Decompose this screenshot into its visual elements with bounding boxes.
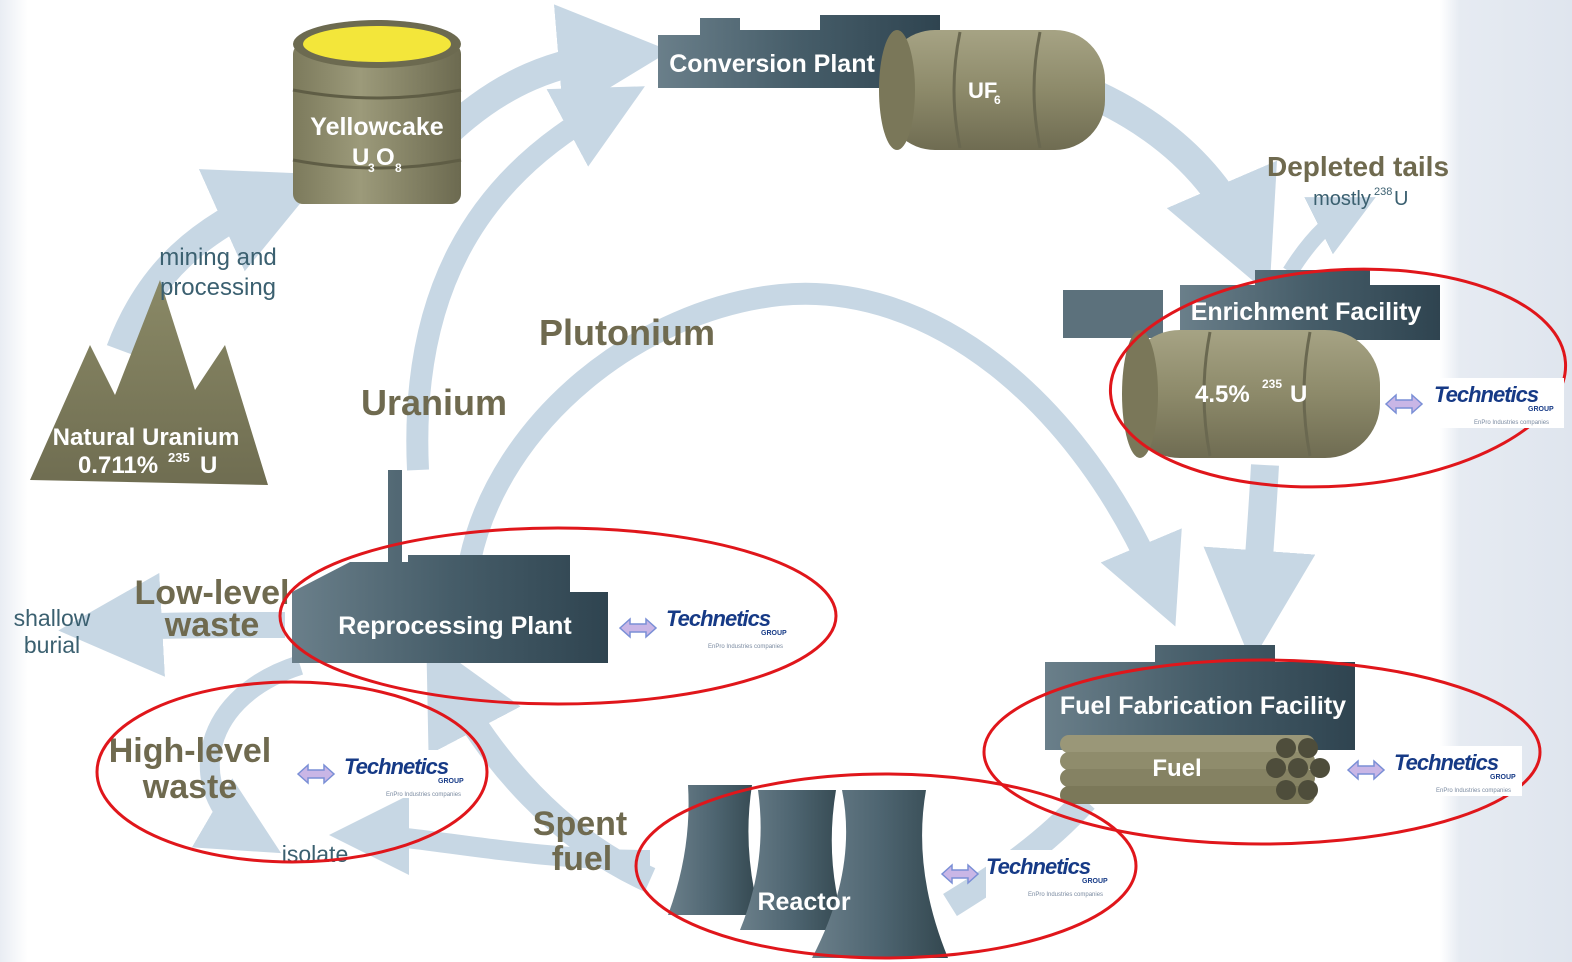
- uf6-label: UF: [968, 78, 997, 103]
- logo-group: GROUP: [761, 630, 787, 637]
- fuel-rods: [1060, 735, 1330, 804]
- arrow-yellowcake-to-conversion: [430, 4, 671, 150]
- double-arrow-icon: [618, 617, 658, 639]
- uf6-cylinder: UF 6: [879, 30, 1105, 150]
- double-arrow-icon: [296, 763, 336, 785]
- yellowcake-formula-sub1: 3: [368, 161, 375, 175]
- natural-uranium-mountain: Natural Uranium 0.711% 235 U: [30, 280, 268, 485]
- arrow-reprocessing-to-isolate: [191, 655, 304, 854]
- enrichment-facility-label: Enrichment Facility: [1191, 298, 1422, 326]
- logo-group: GROUP: [438, 778, 464, 785]
- enrichment-iso: U: [1290, 381, 1307, 408]
- enrichment-facility: Enrichment Facility 4.5% 235 U: [1063, 270, 1440, 458]
- natural-uranium-percent: 0.711%: [78, 452, 158, 479]
- logo-name: Technetics: [344, 754, 449, 779]
- natural-uranium-isotope-sup: 235: [168, 450, 190, 465]
- yellowcake-label: Yellowcake: [310, 113, 444, 141]
- natural-uranium-isotope: U: [200, 452, 217, 479]
- fuel-label: Fuel: [1152, 755, 1201, 782]
- reprocessing-label: Reprocessing Plant: [338, 612, 572, 640]
- depleted-sup: 238: [1374, 186, 1392, 198]
- technetics-logo: Technetics GROUP EnPro Industries compan…: [986, 850, 1114, 900]
- low-level-waste-line1: Low-level: [135, 574, 290, 612]
- fuel-fab-label: Fuel Fabrication Facility: [1060, 692, 1346, 720]
- technetics-logo: Technetics GROUP EnPro Industries compan…: [666, 602, 796, 652]
- logo-tagline: EnPro Industries companies: [1028, 892, 1103, 898]
- conversion-plant: Conversion Plant: [658, 15, 940, 88]
- high-level-waste-line2: waste: [142, 768, 238, 806]
- technetics-logo: Technetics GROUP EnPro Industries compan…: [1394, 746, 1522, 796]
- logo-tagline: EnPro Industries companies: [1436, 788, 1511, 794]
- low-level-waste-line2: waste: [164, 606, 260, 644]
- logo-name: Technetics: [1434, 382, 1539, 407]
- highlight-high-level-waste: [95, 680, 489, 864]
- yellowcake-barrel: Yellowcake U 3 O 8: [292, 20, 462, 204]
- logo-group: GROUP: [1082, 878, 1108, 885]
- reprocessing-plant: Reprocessing Plant: [292, 470, 608, 663]
- shallow-burial-line1: shallow: [14, 605, 91, 631]
- yellowcake-formula-u: U: [352, 144, 369, 171]
- logo-tagline: EnPro Industries companies: [1474, 420, 1549, 426]
- arrow-enrichment-to-depleted: [1283, 197, 1376, 277]
- arrow-reactor-to-isolate: [329, 795, 651, 876]
- logo-group: GROUP: [1490, 774, 1516, 781]
- technetics-logo: Technetics GROUP EnPro Industries compan…: [344, 750, 472, 798]
- highlight-reactor: [634, 772, 1138, 960]
- double-arrow-icon: [940, 863, 980, 885]
- mining-label-line1: mining and: [159, 244, 276, 271]
- highlight-fuel-fab: [982, 658, 1542, 846]
- arrow-uranium-to-conversion: [406, 86, 645, 471]
- fuel-fabrication-facility: Fuel Fabrication Facility Fuel: [1045, 645, 1355, 804]
- technetics-logo: Technetics GROUP EnPro Industries compan…: [1432, 378, 1564, 428]
- natural-uranium-label: Natural Uranium: [53, 424, 240, 451]
- arrow-conversion-to-enrichment: [1088, 81, 1277, 295]
- logo-name: Technetics: [1394, 750, 1499, 775]
- shallow-burial-line2: burial: [24, 632, 80, 658]
- highlight-enrichment: [1108, 267, 1568, 489]
- double-arrow-icon: [1346, 759, 1386, 781]
- uranium-label: Uranium: [361, 382, 507, 423]
- arrow-enrichment-to-fuel-fab: [1203, 464, 1316, 663]
- yellowcake-formula-o: O: [376, 144, 395, 171]
- high-level-waste-line1: High-level: [109, 732, 271, 770]
- depleted-tails-label: Depleted tails: [1267, 151, 1449, 182]
- logo-name: Technetics: [986, 854, 1091, 879]
- double-arrow-icons: [296, 393, 1424, 885]
- arrow-reprocessing-to-shallow: [58, 572, 286, 677]
- enrichment-sup: 235: [1262, 377, 1282, 391]
- logo-name: Technetics: [666, 606, 771, 631]
- highlight-reprocessing: [278, 526, 838, 706]
- logo-tagline: EnPro Industries companies: [708, 644, 783, 650]
- arrow-reprocessing-to-plutonium: [459, 282, 1182, 627]
- plutonium-label: Plutonium: [539, 312, 715, 353]
- yellowcake-formula-sub2: 8: [395, 161, 402, 175]
- arrow-mining-to-yellowcake: [106, 169, 324, 355]
- reactor-label: Reactor: [757, 888, 850, 916]
- double-arrow-icon: [1384, 393, 1424, 415]
- highlight-ellipses: [95, 267, 1568, 960]
- logo-group: GROUP: [1528, 406, 1554, 413]
- enrichment-percent: 4.5%: [1195, 381, 1250, 408]
- mining-label-line2: processing: [160, 274, 276, 301]
- spent-fuel-line2: fuel: [552, 840, 612, 878]
- depleted-mostly: mostly: [1313, 188, 1371, 210]
- conversion-plant-label: Conversion Plant: [669, 50, 875, 78]
- uf6-sub: 6: [994, 93, 1001, 107]
- depleted-iso: U: [1394, 188, 1408, 210]
- logo-tagline: EnPro Industries companies: [386, 792, 461, 798]
- reactor-cooling-towers: Reactor: [668, 785, 948, 958]
- spent-fuel-line1: Spent: [533, 805, 627, 843]
